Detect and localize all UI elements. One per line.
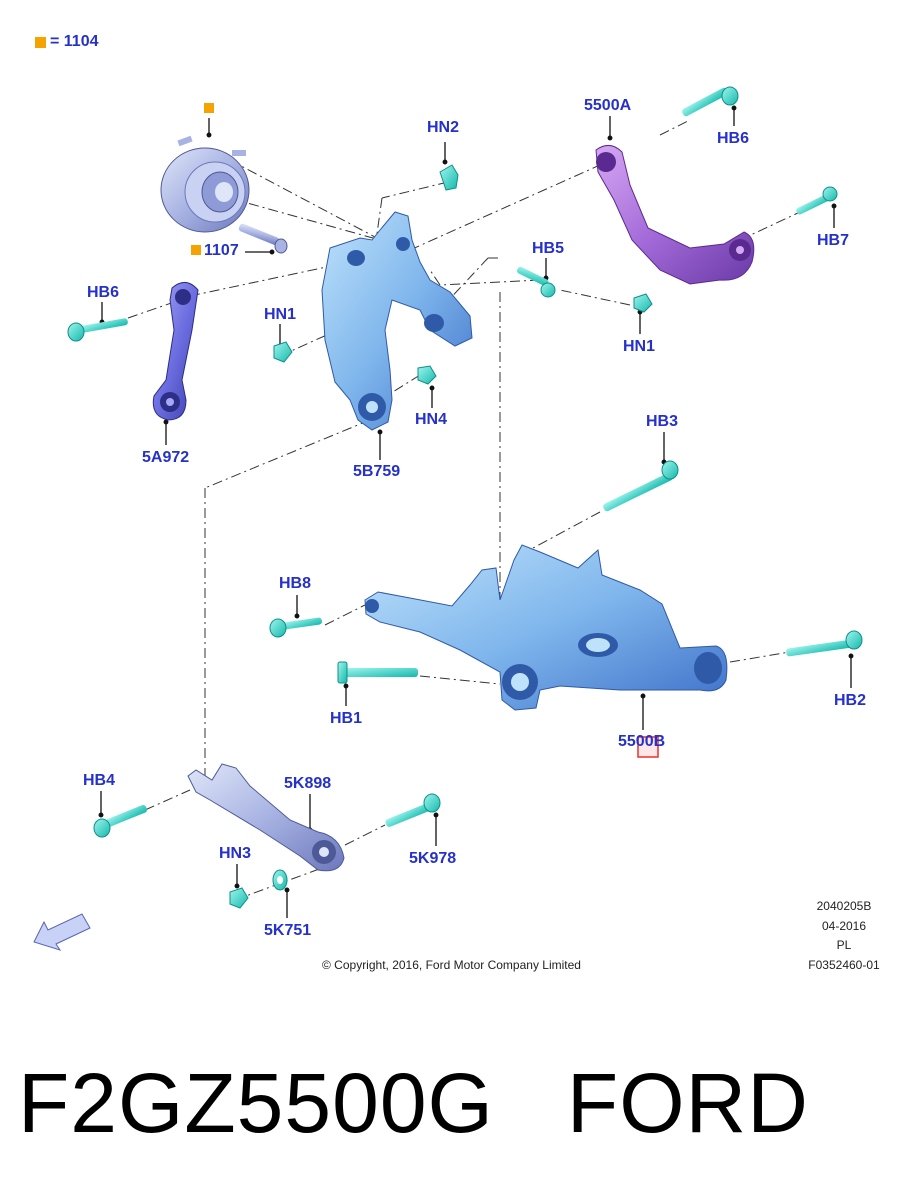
label-hn3: HN3 [219,845,252,862]
label-hb2: HB2 [834,692,867,709]
label-hn2: HN2 [427,119,460,136]
label-hn1-left: HN1 [264,306,297,323]
drawing-ref: F0352460-01 [808,958,880,972]
bolt-hb4 [93,804,147,838]
label-hn4: HN4 [415,411,448,428]
highlight-5500b [637,736,659,758]
label-5k978: 5K978 [409,850,457,867]
bolt-hb5 [516,266,556,298]
exploded-parts-diagram [33,86,863,951]
washer-5k751 [272,869,288,891]
wheel-hub [160,135,250,233]
callout-leaders [98,105,854,918]
label-hb6-right: HB6 [717,130,750,147]
assembly-lines [127,119,801,901]
link-5k898 [187,763,345,872]
label-1107: 1107 [204,242,239,259]
label-hb8: HB8 [279,575,312,592]
drawing-date: 04-2016 [821,919,867,933]
label-5k751: 5K751 [264,922,312,939]
label-5500b: 5500B [618,733,666,750]
label-hb7: HB7 [817,232,850,249]
legend-text: = 1104 [50,33,99,50]
bolt-hb1 [337,661,418,684]
marker-1104-top [204,103,214,113]
fastener-hn2 [439,164,459,191]
bolt-hb3 [603,460,679,512]
label-hb4: HB4 [83,772,116,789]
knuckle-5b759 [321,211,473,431]
bolt-hb6-left [67,318,128,342]
drawing-lang: PL [836,938,852,952]
bolt-1107 [238,223,288,254]
label-5500a: 5500A [584,97,632,114]
label-hn1-right: HN1 [623,338,656,355]
copyright-notice: © Copyright, 2016, Ford Motor Company Li… [322,958,581,972]
toe-link-5a972 [152,282,199,421]
nut-hn3 [229,887,249,909]
bolt-hb2 [786,630,863,657]
part-number-caption: F2GZ5500G FORD [18,1056,809,1150]
label-5b759: 5B759 [353,463,401,480]
label-hb6-left: HB6 [87,284,120,301]
nut-hn1-left [273,341,293,363]
label-hb5: HB5 [532,240,565,257]
label-5a972: 5A972 [142,449,190,466]
label-hb1: HB1 [330,710,363,727]
drawing-code: 2040205B [816,899,872,913]
label-hb3: HB3 [646,413,679,430]
bolt-5k978 [385,793,441,827]
nut-hn1-right [633,293,653,313]
legend: = 1104 [35,33,99,51]
legend-marker-icon [35,36,46,48]
bolt-hb8 [269,617,322,638]
nut-hn4 [417,365,437,385]
marker-1104-bolt [191,245,201,255]
upper-arm-5500a [595,145,755,285]
lower-arm-5500b [364,544,728,711]
direction-arrow-icon [33,913,91,951]
label-5k898: 5K898 [284,775,332,792]
bolt-hb7 [796,186,838,215]
bolt-hb6-right [682,86,739,117]
